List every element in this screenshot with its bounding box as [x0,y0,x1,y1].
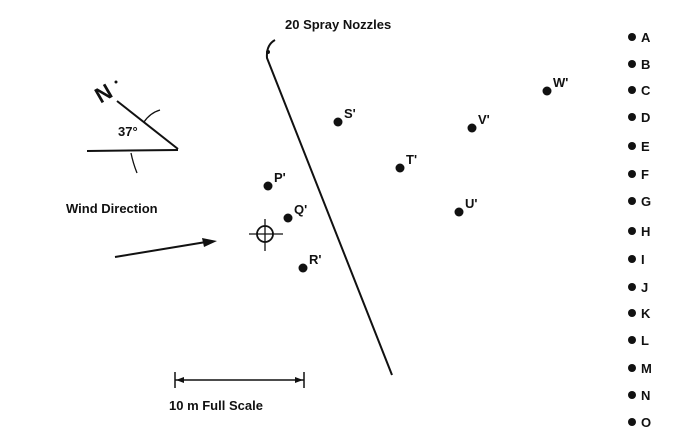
sample-point-label: W' [553,75,568,90]
legend-label: M [641,361,652,376]
nozzle-line-marker [266,50,270,54]
crosshair-icon [249,219,283,251]
scale-label: 10 m Full Scale [169,398,263,413]
scale-arrow-right-icon [295,377,303,383]
legend-dot [628,364,636,372]
legend-label: H [641,224,650,239]
legend-dot [628,336,636,344]
legend-dot [628,197,636,205]
legend-label: C [641,83,651,98]
legend-dot [628,391,636,399]
angle-label: 37° [118,124,138,139]
legend-dot [628,113,636,121]
angle-arrow-bottom-icon [130,152,138,174]
legend-label: G [641,194,651,209]
legend-dot [628,170,636,178]
legend-label: K [641,306,651,321]
legend-dot [628,255,636,263]
legend-dot [628,33,636,41]
legend-label: D [641,110,650,125]
legend-label: O [641,415,651,430]
legend-label: B [641,57,650,72]
legend-label: N [641,388,650,403]
legend-dot [628,309,636,317]
sample-point [467,123,477,133]
sample-point [542,86,552,96]
legend-dot [628,283,636,291]
legend-label: J [641,280,648,295]
sample-point-label: Q' [294,202,307,217]
sample-point [333,117,343,127]
nozzle-line [265,39,393,376]
legend-label: L [641,333,649,348]
nozzle-label: 20 Spray Nozzles [285,17,391,32]
sample-point-label: S' [344,106,356,121]
sample-point [395,163,405,173]
legend-label: F [641,167,649,182]
legend-dot [628,227,636,235]
legend-dot [628,60,636,68]
sample-point-label: P' [274,170,286,185]
sample-point-label: R' [309,252,321,267]
north-reference-line [116,100,179,150]
legend-label: A [641,30,651,45]
legend-label: E [641,139,650,154]
legend-dot [628,142,636,150]
wind-arrow [114,241,207,258]
wind-arrowhead-icon [202,238,217,247]
scale-arrow-left-icon [176,377,184,383]
horizontal-reference-line [86,149,179,152]
sample-point-label: T' [406,152,417,167]
legend-dot [628,418,636,426]
sample-point-label: V' [478,112,490,127]
wind-direction-label: Wind Direction [66,201,158,216]
sample-point [454,207,464,217]
legend-dot [628,86,636,94]
north-dot [114,80,118,84]
sample-point [263,181,273,191]
legend-label: I [641,252,645,267]
north-label: N [90,79,116,109]
sample-point-label: U' [465,196,477,211]
sample-point [298,263,308,273]
angle-arrow-top-icon [143,109,161,123]
sample-point [283,213,293,223]
